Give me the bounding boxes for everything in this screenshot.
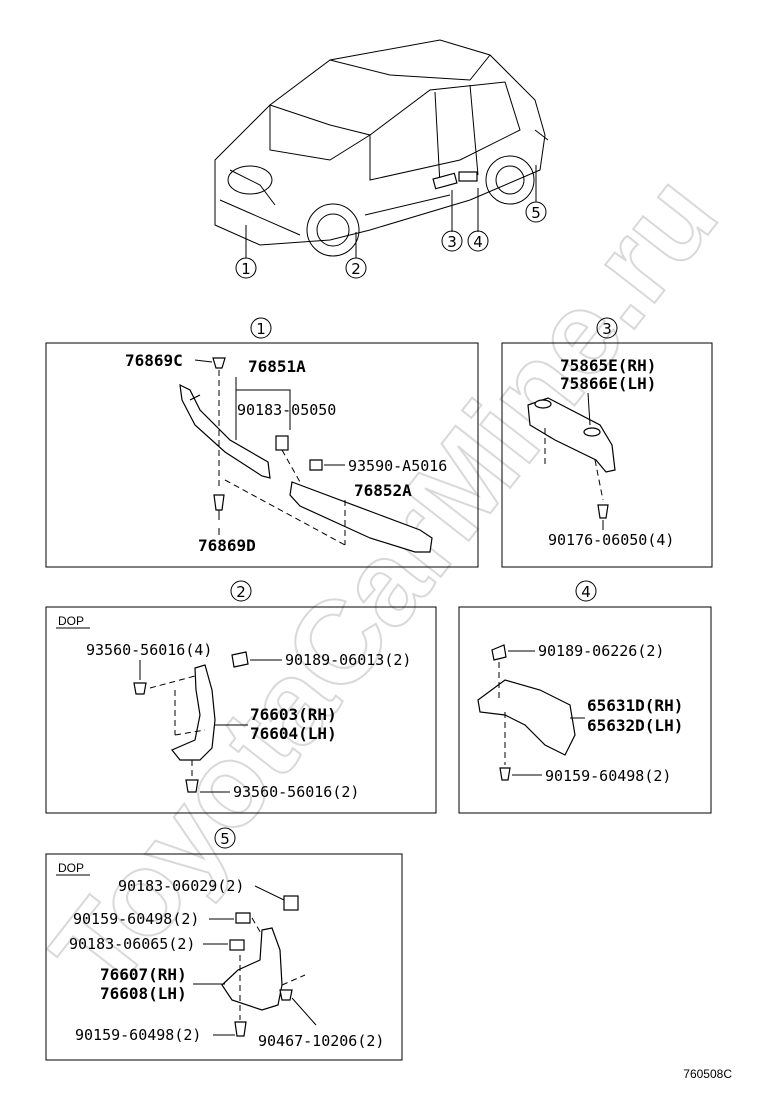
label-76869D: 76869D [198, 536, 256, 555]
label-76607-RH: 76607(RH) [100, 965, 187, 984]
section-3-marker: 3 [596, 317, 618, 339]
section-3-box [501, 342, 713, 568]
car-overview-illustration [214, 39, 549, 257]
svg-text:2: 2 [236, 583, 246, 601]
section-4-marker: 4 [575, 580, 597, 602]
label-90183-06065: 90183-06065(2) [69, 935, 195, 953]
section-2-parts [133, 651, 249, 793]
label-90159-60498-s4: 90159-60498(2) [545, 767, 671, 785]
label-76869C: 76869C [125, 351, 183, 370]
section-1-box [45, 342, 479, 568]
label-75866E-LH: 75866E(LH) [560, 374, 656, 393]
svg-text:3: 3 [602, 320, 612, 338]
label-93560-56016-2: 93560-56016(2) [233, 783, 359, 801]
label-76851A: 76851A [248, 357, 306, 376]
label-93560-56016-4: 93560-56016(4) [86, 641, 212, 659]
svg-text:4: 4 [581, 583, 591, 601]
label-65632D-LH: 65632D(LH) [587, 716, 683, 735]
section-5-parts [221, 895, 306, 1037]
svg-text:4: 4 [473, 233, 483, 251]
section-1-marker: 1 [250, 317, 272, 339]
svg-text:2: 2 [351, 260, 361, 278]
label-90159-60498-s5b: 90159-60498(2) [75, 1026, 201, 1044]
overview-callout-3[interactable]: 3 [441, 230, 463, 252]
label-90189-06226: 90189-06226(2) [538, 642, 664, 660]
label-90189-06013: 90189-06013(2) [285, 651, 411, 669]
overview-callout-5[interactable]: 5 [525, 201, 547, 223]
section-5-marker: 5 [214, 827, 236, 849]
label-76852A: 76852A [354, 481, 412, 500]
label-75865E-RH: 75865E(RH) [560, 356, 656, 375]
label-90176-06050: 90176-06050(4) [548, 531, 674, 549]
svg-text:1: 1 [256, 320, 266, 338]
overview-callout-2[interactable]: 2 [345, 257, 367, 279]
section-5-dop-tag: DOP [58, 861, 84, 875]
section-4-parts [477, 644, 576, 781]
svg-text:5: 5 [531, 204, 541, 222]
svg-text:3: 3 [447, 233, 457, 251]
overview-callout-4[interactable]: 4 [467, 230, 489, 252]
label-65631D-RH: 65631D(RH) [587, 696, 683, 715]
label-90183-06029: 90183-06029(2) [118, 877, 244, 895]
diagram-code: 760508C [683, 1067, 732, 1081]
label-76603-RH: 76603(RH) [250, 705, 337, 724]
section-3-parts [527, 397, 616, 519]
section-5-box [45, 853, 403, 1061]
label-90183-05050: 90183-05050 [237, 401, 336, 419]
section-2-dop-tag: DOP [58, 614, 84, 628]
section-2-box [45, 606, 437, 814]
svg-text:1: 1 [241, 260, 251, 278]
svg-text:5: 5 [220, 830, 230, 848]
label-76608-LH: 76608(LH) [100, 984, 187, 1003]
label-76604-LH: 76604(LH) [250, 724, 337, 743]
label-93590-A5016: 93590-A5016 [348, 457, 447, 475]
section-2-marker: 2 [230, 580, 252, 602]
section-1-parts [179, 357, 433, 553]
overview-callout-1[interactable]: 1 [235, 257, 257, 279]
label-90159-60498-s5a: 90159-60498(2) [73, 910, 199, 928]
label-90467-10206: 90467-10206(2) [258, 1032, 384, 1050]
section-4-box [458, 606, 712, 814]
